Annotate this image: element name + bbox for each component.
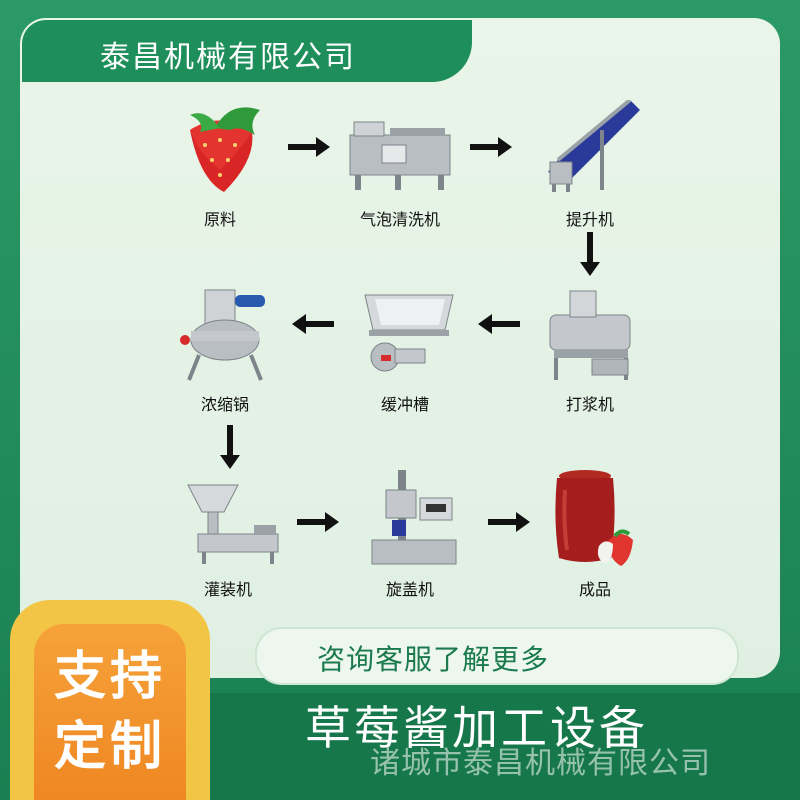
arrow-right-icon (488, 512, 530, 532)
arrow-down-icon (220, 425, 240, 469)
badge-line-1: 支持 (53, 646, 166, 707)
step-label: 旋盖机 (385, 580, 434, 599)
watermark: 诸城市泰昌机械有限公司 (370, 746, 711, 781)
pulping-machine-icon (549, 290, 631, 380)
elevator-conveyor-icon (548, 98, 640, 192)
step-pulper: 打浆机 (520, 285, 660, 415)
step-label: 灌装机 (203, 580, 252, 599)
step-label: 原料 (203, 210, 236, 229)
header-tab (22, 20, 472, 82)
consult-banner[interactable]: 咨询客服了解更多 (255, 627, 739, 685)
step-filling-machine: 灌装机 (158, 470, 298, 600)
bubble-washer-icon (349, 121, 451, 190)
filling-machine-icon (187, 484, 279, 564)
step-label: 气泡清洗机 (359, 210, 440, 229)
concentration-pot-icon (180, 289, 265, 381)
jam-jar-icon (555, 470, 633, 566)
step-label: 缓冲槽 (380, 395, 429, 414)
step-label: 提升机 (565, 210, 614, 229)
arrow-left-icon (292, 314, 334, 334)
customization-badge: 支持 定制 (10, 600, 210, 800)
consult-text: 咨询客服了解更多 (317, 643, 550, 676)
step-elevator: 提升机 (520, 98, 660, 230)
step-concentration-pot: 浓缩锅 (155, 285, 295, 415)
arrow-right-icon (470, 137, 512, 157)
product-title: 草莓酱加工设备 (305, 701, 648, 755)
step-capping-machine: 旋盖机 (340, 470, 480, 600)
capping-machine-icon (371, 470, 457, 565)
badge-line-2: 定制 (53, 716, 166, 777)
step-label: 打浆机 (565, 395, 614, 414)
step-bubble-washer: 气泡清洗机 (330, 100, 470, 230)
title-bar (200, 693, 800, 800)
arrow-left-icon (478, 314, 520, 334)
buffer-tank-icon (364, 294, 454, 372)
arrow-right-icon (297, 512, 339, 532)
step-label: 浓缩锅 (200, 395, 249, 414)
step-raw-material: 原料 (150, 100, 290, 230)
arrow-right-icon (288, 137, 330, 157)
step-finished-product: 成品 (525, 470, 665, 600)
step-label: 成品 (578, 580, 611, 599)
strawberry-icon (190, 107, 260, 192)
step-buffer-tank: 缓冲槽 (335, 285, 475, 415)
company-name: 泰昌机械有限公司 (100, 40, 356, 75)
arrow-down-icon (580, 232, 600, 276)
